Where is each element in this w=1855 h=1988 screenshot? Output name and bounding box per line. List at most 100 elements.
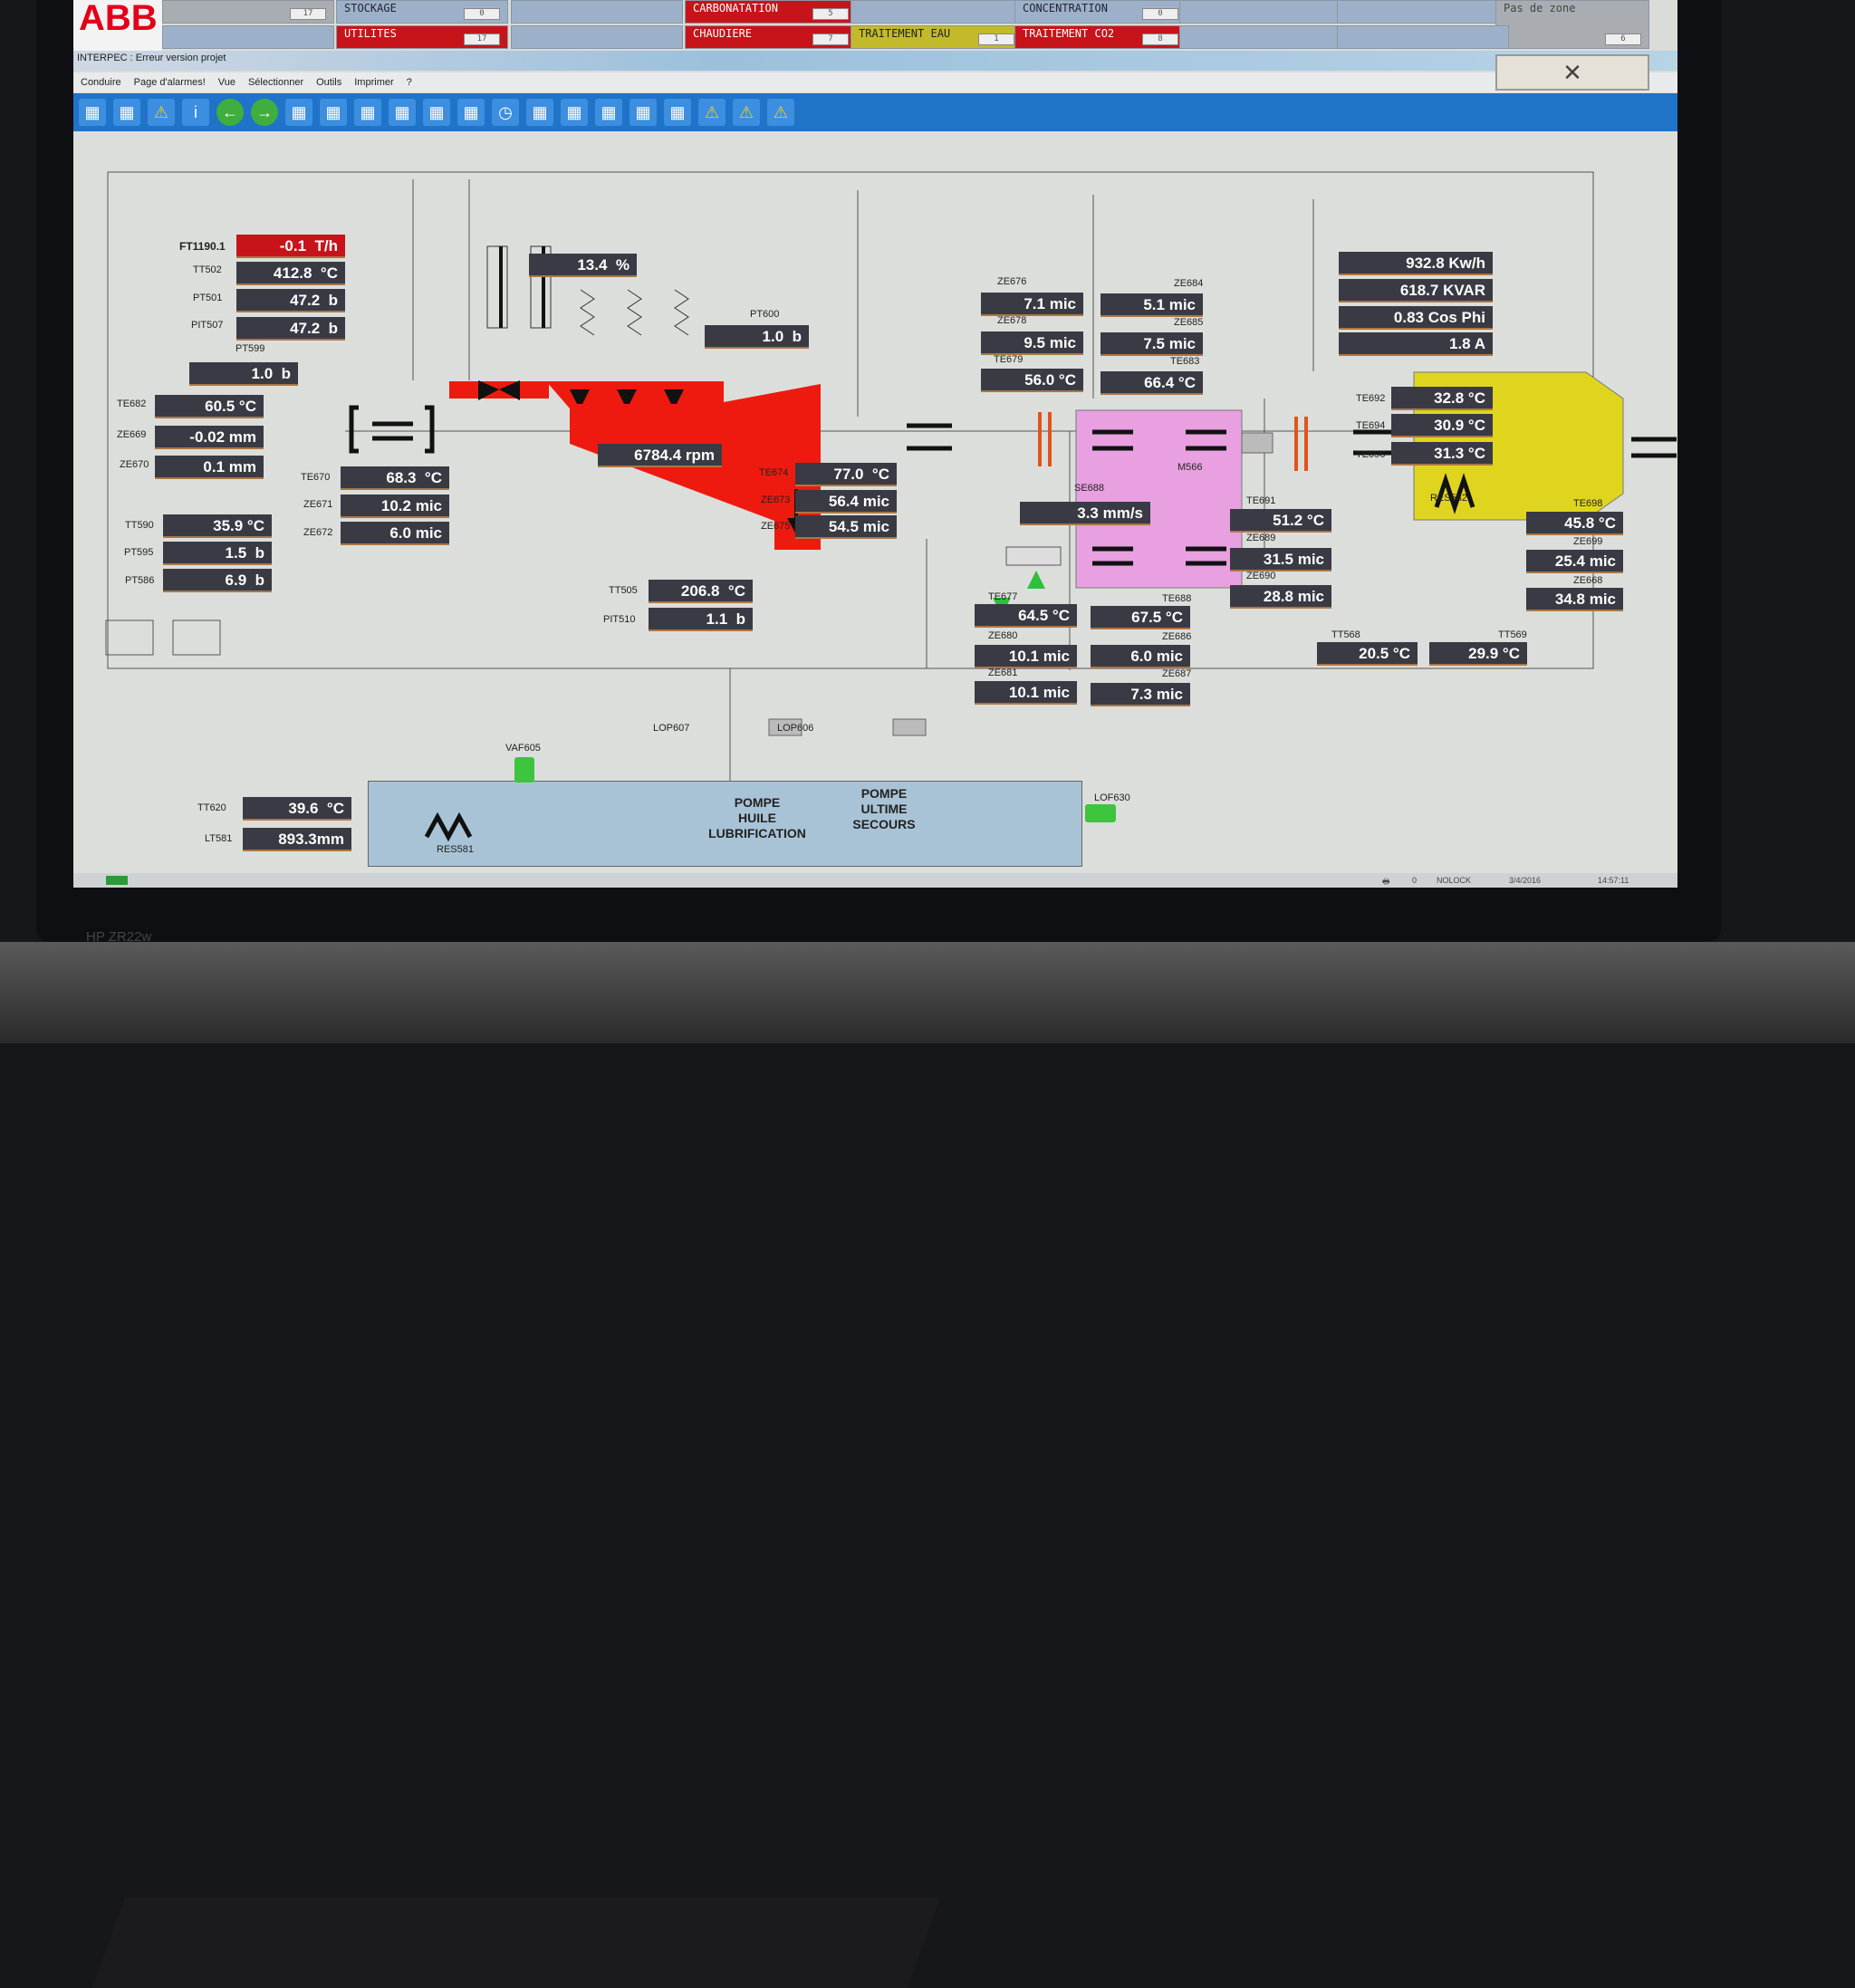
reading-value[interactable]: 60.5 °C (155, 395, 264, 418)
keyboard-icon[interactable]: ▦ (561, 99, 588, 126)
reading-value[interactable]: 7.5 mic (1101, 332, 1203, 356)
vaf605-motor[interactable] (514, 757, 534, 783)
reading-value[interactable]: 45.8 °C (1526, 512, 1623, 535)
menu-item[interactable]: Imprimer (354, 77, 394, 88)
clock-icon[interactable]: ◷ (492, 99, 519, 126)
reading-value[interactable]: 56.4 mic (795, 490, 897, 514)
alarm-red-icon[interactable]: ⚠ (733, 99, 760, 126)
reading-value[interactable]: 64.5 °C (975, 604, 1077, 628)
reading-value[interactable]: 3.3 mm/s (1020, 502, 1150, 525)
alarm-zone-tile[interactable] (851, 0, 1023, 24)
alarm-zone-tile[interactable] (511, 0, 683, 24)
tiles-icon[interactable]: ▦ (664, 99, 691, 126)
reading-value[interactable]: 67.5 °C (1091, 606, 1190, 629)
alarm-list-icon[interactable]: ⚠ (698, 99, 726, 126)
reading-value[interactable]: 412.8 °C (236, 262, 345, 285)
reading-value[interactable]: 68.3 °C (341, 466, 449, 490)
reading-value[interactable]: 1.8 A (1339, 332, 1493, 356)
gauge-icon[interactable]: ▦ (526, 99, 553, 126)
reading-value[interactable]: 618.7 KVAR (1339, 279, 1493, 303)
reading-value[interactable]: 6.0 mic (341, 522, 449, 545)
reading-value[interactable]: 31.5 mic (1230, 548, 1331, 571)
reading-value[interactable]: 20.5 °C (1317, 642, 1418, 666)
menu-item[interactable]: Vue (217, 77, 235, 88)
table-icon[interactable]: ▦ (354, 99, 381, 126)
back-icon[interactable]: ← (216, 99, 244, 126)
reading-value[interactable]: 6.0 mic (1091, 645, 1190, 668)
reading-value[interactable]: 77.0 °C (795, 463, 897, 486)
reading-value[interactable]: 54.5 mic (795, 515, 897, 539)
menu-item[interactable]: Page d'alarmes! (133, 77, 206, 88)
reading-value[interactable]: 34.8 mic (1526, 588, 1623, 611)
reading-value[interactable]: 47.2 b (236, 317, 345, 341)
alarm-print-icon[interactable]: ⚠ (767, 99, 794, 126)
windows-icon[interactable]: ▦ (630, 99, 657, 126)
alarm-zone-tile[interactable] (1337, 0, 1509, 24)
reading-value[interactable]: 30.9 °C (1391, 414, 1493, 437)
reading-value[interactable]: 51.2 °C (1230, 509, 1331, 533)
alarm-zone-tile[interactable] (1179, 0, 1351, 24)
reading-value[interactable]: 29.9 °C (1429, 642, 1527, 666)
network-icon[interactable]: ▦ (113, 99, 140, 126)
map-icon[interactable]: ▦ (423, 99, 450, 126)
graph-add-icon[interactable]: ▦ (595, 99, 622, 126)
mute-alarm-button[interactable]: ✕ (1495, 54, 1649, 91)
grid-icon[interactable]: ▦ (79, 99, 106, 126)
alarm-zone-tile[interactable] (162, 25, 334, 49)
warning-icon[interactable]: ⚠ (148, 99, 175, 126)
alarm-zone-tile[interactable] (1179, 25, 1351, 49)
emergency-pump-label[interactable]: POMPE ULTIME SECOURS (852, 786, 916, 831)
reading-value[interactable]: 66.4 °C (1101, 371, 1203, 395)
reading-value[interactable]: 6.9 b (163, 569, 272, 592)
reading-value[interactable]: 1.0 b (189, 362, 298, 386)
report-icon[interactable]: ▦ (285, 99, 312, 126)
reading-value[interactable]: 9.5 mic (981, 331, 1083, 355)
reading-value[interactable]: 28.8 mic (1230, 585, 1331, 609)
reading-value[interactable]: 1.1 b (649, 608, 753, 631)
reading-value[interactable]: 1.5 b (163, 542, 272, 565)
reading-value[interactable]: 32.8 °C (1391, 387, 1493, 410)
reading-value[interactable]: 35.9 °C (163, 514, 272, 538)
alarm-zone-tile[interactable] (1337, 25, 1509, 49)
reading-value[interactable]: 7.3 mic (1091, 683, 1190, 706)
menu-item[interactable]: ? (406, 77, 412, 88)
reading-value[interactable]: 10.1 mic (975, 681, 1077, 705)
trend-icon[interactable]: ▦ (389, 99, 416, 126)
reading-value[interactable]: 5.1 mic (1101, 293, 1203, 317)
reading-value[interactable]: 7.1 mic (981, 293, 1083, 316)
alarm-zone-tile[interactable] (511, 25, 683, 49)
forward-icon[interactable]: → (251, 99, 278, 126)
reading-value[interactable]: 0.83 Cos Phi (1339, 306, 1493, 330)
menu-item[interactable]: Conduire (81, 77, 121, 88)
reading-value[interactable]: -0.1 T/h (236, 235, 345, 258)
reading-value[interactable]: 13.4 % (529, 254, 637, 277)
reading-value[interactable]: 10.2 mic (341, 495, 449, 518)
menu-item[interactable]: Sélectionner (247, 77, 304, 88)
info-icon[interactable]: i (182, 99, 209, 126)
oil-pump-label[interactable]: POMPE HUILE LUBRIFICATION (708, 795, 806, 840)
reading-value[interactable]: -0.02 mm (155, 426, 264, 449)
reading-value[interactable]: 0.1 mm (155, 456, 264, 479)
menu-item[interactable]: Outils (316, 77, 342, 88)
reading-value[interactable]: 932.8 Kw/h (1339, 252, 1493, 275)
reading-value[interactable]: 25.4 mic (1526, 550, 1623, 573)
reading-value[interactable]: 893.3mm (243, 828, 351, 851)
reading-value[interactable]: 206.8 °C (649, 580, 753, 603)
chart-icon[interactable]: ▦ (320, 99, 347, 126)
reading-value[interactable]: 31.3 °C (1391, 442, 1493, 466)
alarm-zone-tile[interactable]: 17 (162, 0, 334, 24)
reading-value[interactable]: 10.1 mic (975, 645, 1077, 668)
reading-value[interactable]: 56.0 °C (981, 369, 1083, 392)
reading-value[interactable]: 47.2 b (236, 289, 345, 312)
reading-value[interactable]: 1.0 b (705, 325, 809, 349)
reading-value[interactable]: 39.6 °C (243, 797, 351, 821)
reading-value[interactable]: 6784.4 rpm (598, 444, 722, 467)
